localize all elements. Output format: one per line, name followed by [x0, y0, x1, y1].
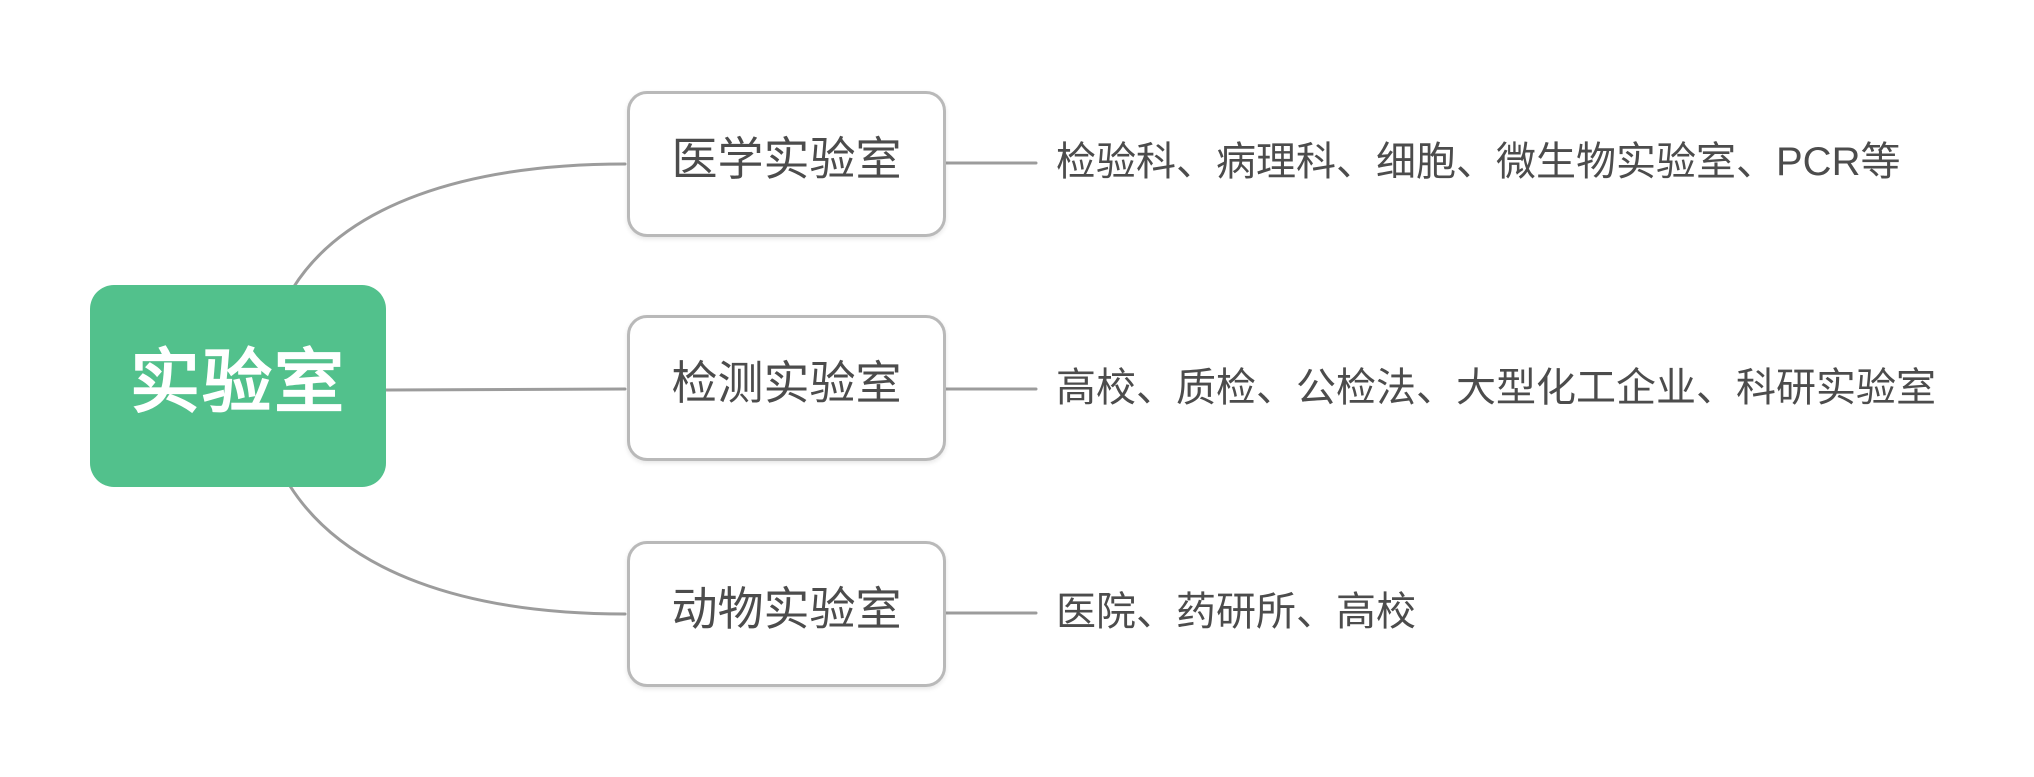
- detail-label-medical-lab[interactable]: 检验科、病理科、细胞、微生物实验室、PCR等: [1056, 140, 1901, 184]
- branch-node-testing-lab[interactable]: 检测实验室: [627, 315, 946, 461]
- connector-root-to-branch-animal: [288, 484, 627, 616]
- detail-label-testing-lab[interactable]: 高校、质检、公检法、大型化工企业、科研实验室: [1056, 366, 1936, 410]
- detail-label-animal-lab[interactable]: 医院、药研所、高校: [1056, 590, 1416, 634]
- root-node-laboratory[interactable]: 实验室: [90, 285, 386, 487]
- branch-node-label: 医学实验室: [671, 133, 902, 185]
- connector-root-to-branch-medical: [291, 162, 627, 290]
- branch-node-label: 检测实验室: [671, 357, 902, 409]
- branch-node-label: 动物实验室: [671, 583, 902, 635]
- branch-node-medical-lab[interactable]: 医学实验室: [627, 91, 946, 237]
- connector-root-to-branch-testing: [384, 387, 627, 392]
- branch-node-animal-lab[interactable]: 动物实验室: [627, 541, 946, 687]
- root-node-label: 实验室: [130, 343, 346, 421]
